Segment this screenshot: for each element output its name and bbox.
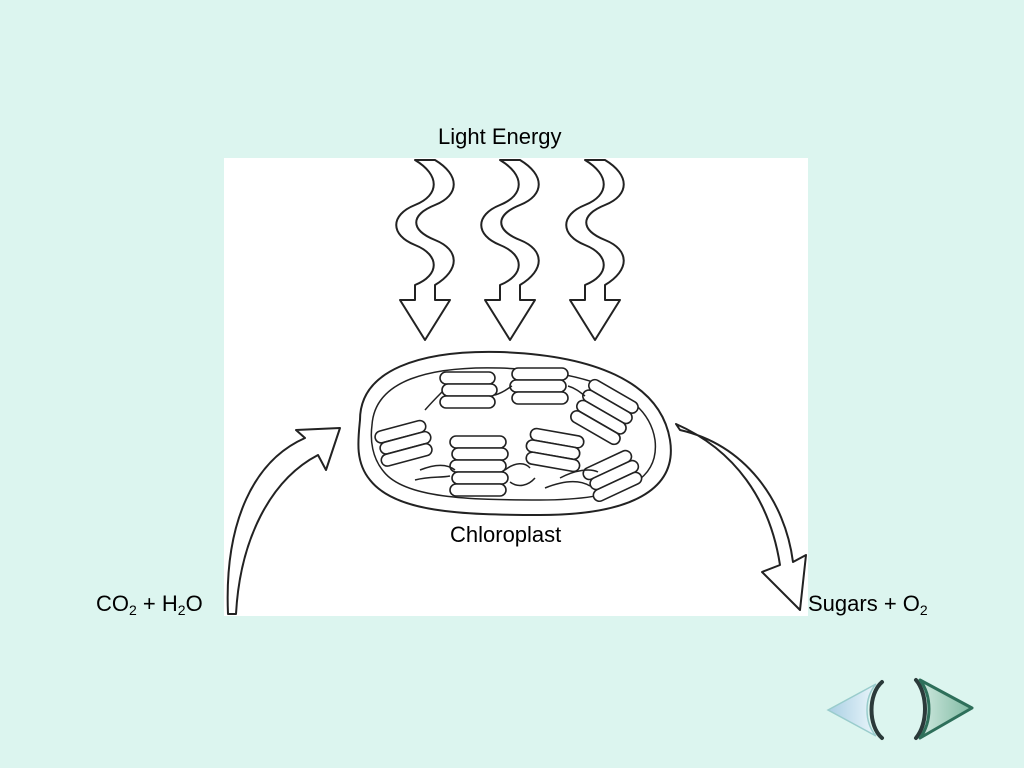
light-energy-arrows — [395, 159, 625, 341]
reactants-label: CO2 + H2O — [96, 591, 203, 617]
light-wave-arrow — [565, 159, 625, 341]
products-text: Sugars + O — [808, 591, 920, 616]
products-label: Sugars + O2 — [808, 591, 928, 617]
subscript: 2 — [919, 602, 928, 618]
chloroplast-inner-membrane — [370, 367, 657, 501]
output-arrow — [675, 423, 807, 611]
input-arrow — [226, 427, 341, 615]
reactant-h-text: + H — [136, 591, 178, 616]
subscript: 2 — [177, 602, 186, 618]
reactant-co-text: CO — [96, 591, 129, 616]
stroma-lamellae — [414, 385, 599, 489]
next-slide-button[interactable] — [906, 676, 978, 742]
reactant-o-text: O — [185, 591, 203, 616]
forward-arrow-icon — [914, 678, 974, 740]
light-wave-arrow — [480, 159, 540, 341]
back-arrow-icon — [826, 680, 884, 740]
light-energy-label: Light Energy — [438, 124, 562, 149]
subscript: 2 — [129, 602, 137, 618]
grana-stacks — [374, 367, 643, 503]
chloroplast-drawing — [357, 350, 672, 517]
previous-slide-button[interactable] — [824, 676, 890, 742]
light-wave-arrow — [395, 159, 455, 341]
chloroplast-label: Chloroplast — [450, 522, 562, 547]
